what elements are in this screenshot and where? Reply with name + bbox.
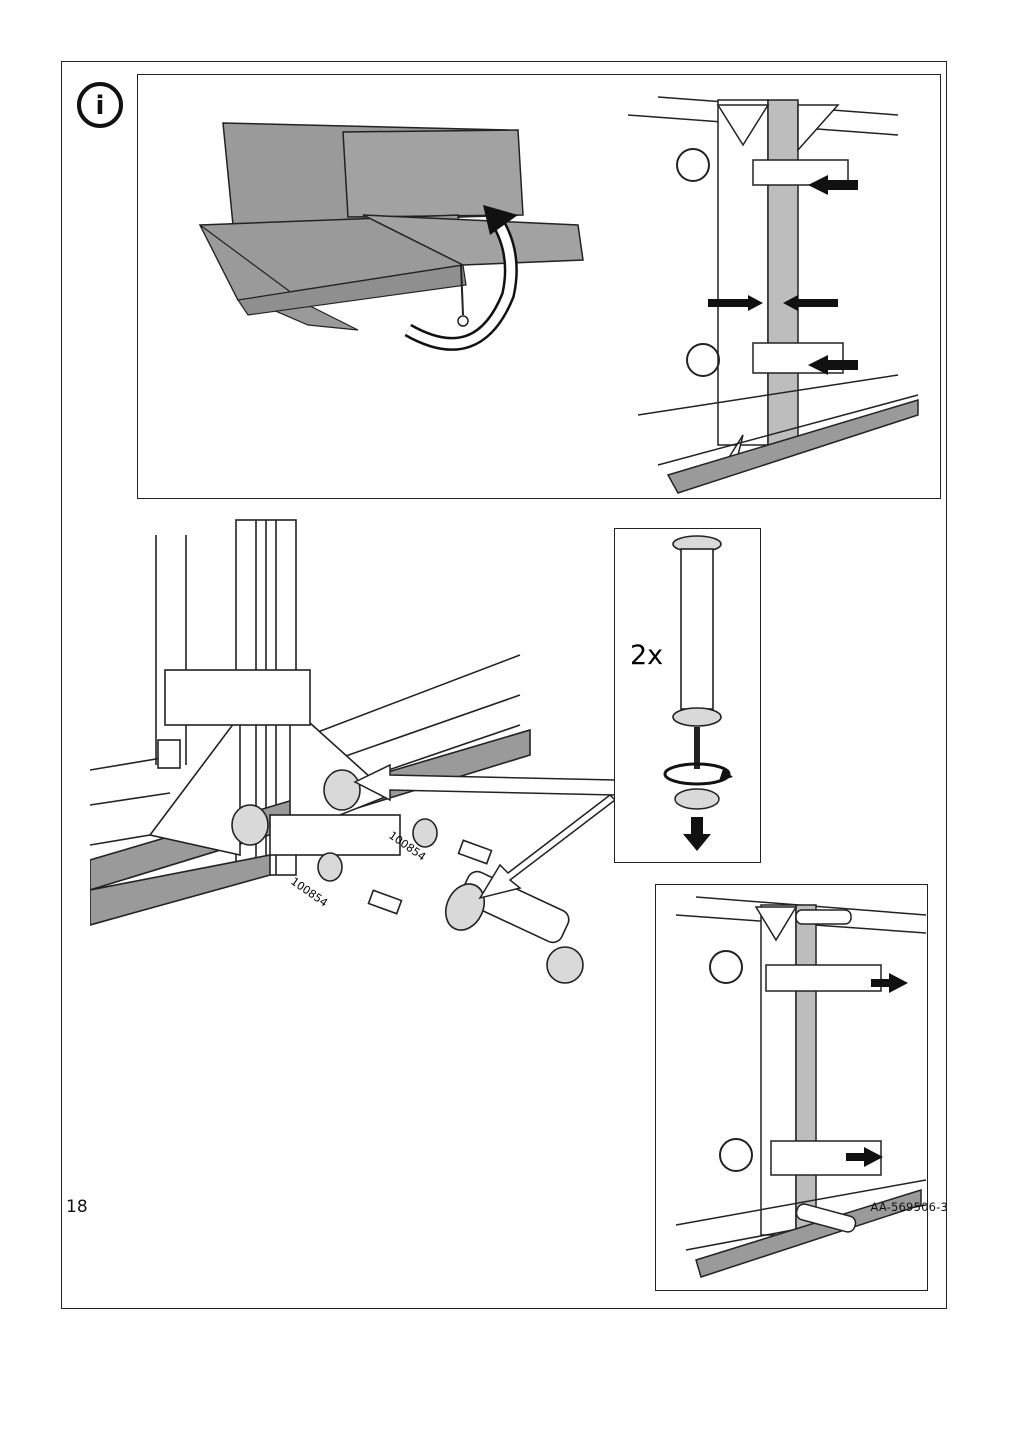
bottom-right-panel <box>655 884 928 1291</box>
info-glyph: i <box>96 91 105 121</box>
washer-icon <box>674 788 720 810</box>
parts-callout-panel: 2x <box>614 528 761 863</box>
direction-arrows <box>708 175 858 375</box>
page-number: 18 <box>66 1197 88 1217</box>
quantity-label: 2x <box>630 640 663 671</box>
pull-arrows <box>846 973 908 1167</box>
arrow-down-icon <box>683 817 711 851</box>
bracket-assembly-illustration: 100854 100854 <box>90 515 610 1015</box>
document-code: AA-569506-3 <box>870 1200 948 1214</box>
sofa-cushion-illustration <box>198 122 584 351</box>
callout-pointer-arrows <box>353 763 617 900</box>
instruction-frame <box>61 61 947 1309</box>
top-panel <box>137 74 941 499</box>
bracket-clamp-illustration <box>627 96 919 494</box>
bolt-pin-icon <box>672 535 722 769</box>
rotate-icon <box>663 762 733 786</box>
info-icon: i <box>75 80 125 130</box>
